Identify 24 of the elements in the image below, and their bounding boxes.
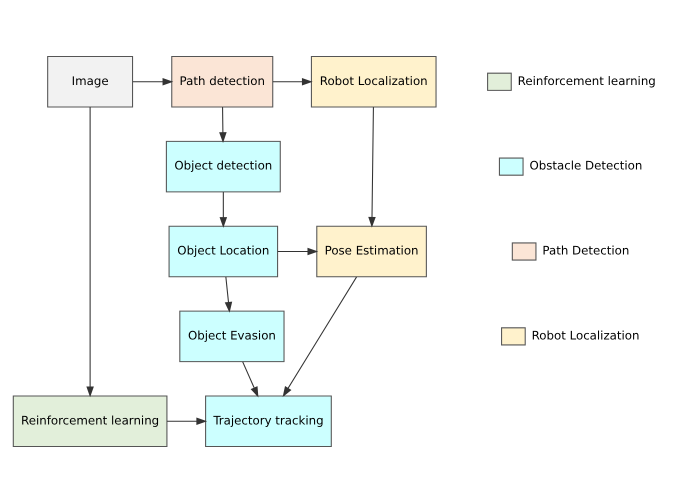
arrow: [86, 106, 94, 397]
node-box: Pose Estimation: [316, 225, 426, 277]
arrow: [166, 416, 207, 424]
arrow: [272, 78, 312, 86]
node-box: Image: [46, 55, 133, 108]
arrow: [132, 78, 173, 86]
legend-label: Obstacle Detection: [529, 158, 642, 172]
arrow: [282, 276, 357, 397]
node-box: Object detection: [165, 140, 280, 192]
arrow: [368, 106, 376, 228]
arrow: [218, 106, 226, 142]
legend-label: Path Detection: [542, 243, 629, 258]
node-box: Object Location: [168, 225, 278, 277]
node-box: Trajectory tracking: [204, 394, 332, 447]
legend-label: Robot Localization: [531, 328, 639, 342]
node-box: Path detection: [170, 55, 273, 108]
node-box: Object Evasion: [178, 310, 284, 362]
arrow: [242, 361, 258, 397]
arrow: [277, 247, 318, 255]
node-box: Reinforcement learning: [12, 394, 167, 447]
arrow: [219, 192, 227, 228]
node-box: Robot Localization: [310, 55, 436, 108]
legend-label: Reinforcement learning: [517, 73, 656, 88]
arrow: [224, 276, 232, 312]
